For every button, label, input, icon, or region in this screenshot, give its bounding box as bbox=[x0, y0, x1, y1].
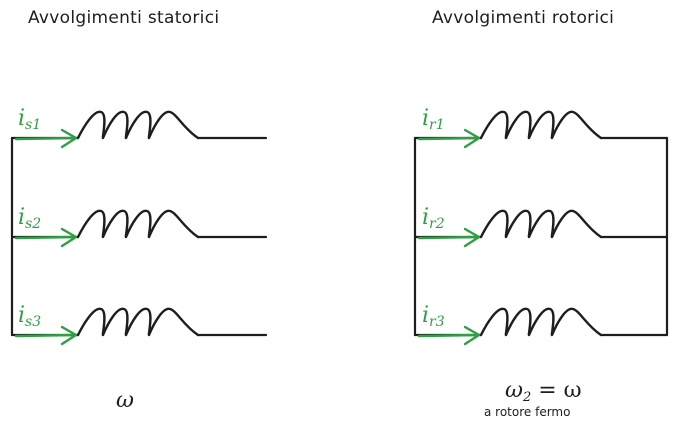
current-subscript: r2 bbox=[429, 216, 445, 232]
current-subscript: s2 bbox=[25, 216, 42, 232]
stator-current-arrow-2 bbox=[14, 227, 78, 248]
omega-subscript: 2 bbox=[522, 390, 532, 405]
rotor-title: Avvolgimenti rotorici bbox=[432, 8, 615, 28]
rotor-current-arrow-1 bbox=[417, 128, 481, 149]
current-symbol: i bbox=[18, 205, 26, 230]
rotor-coil-2 bbox=[479, 209, 603, 239]
stator-current-label-3: is3 bbox=[18, 305, 41, 333]
omega-symbol: ω bbox=[116, 388, 134, 413]
stator-omega-label: ω bbox=[116, 388, 134, 413]
rotor-current-arrow-2 bbox=[417, 227, 481, 248]
rotor-circuit bbox=[413, 110, 669, 346]
rotor-current-arrow-3 bbox=[417, 325, 481, 346]
stator-current-arrow-1 bbox=[14, 128, 78, 149]
stator-current-label-1: is1 bbox=[18, 108, 41, 136]
stator-winding-2 bbox=[10, 209, 268, 239]
stator-current-label-2: is2 bbox=[18, 207, 41, 235]
current-symbol: i bbox=[18, 106, 26, 131]
rotor-current-label-1: ir1 bbox=[422, 108, 445, 136]
current-symbol: i bbox=[422, 303, 430, 328]
stator-winding-1 bbox=[10, 110, 268, 140]
current-symbol: i bbox=[422, 205, 430, 230]
rotor-winding-3 bbox=[413, 307, 669, 337]
current-subscript: r1 bbox=[429, 117, 445, 133]
rotor-winding-2 bbox=[413, 209, 669, 239]
stator-coil-2 bbox=[76, 209, 200, 239]
rotor-winding-1 bbox=[413, 110, 669, 140]
stator-circuit bbox=[10, 110, 268, 346]
rotor-coil-1 bbox=[479, 110, 603, 140]
stator-coil-1 bbox=[76, 110, 200, 140]
rotor-note: a rotore fermo bbox=[484, 405, 571, 419]
current-symbol: i bbox=[422, 106, 430, 131]
current-subscript: r3 bbox=[429, 314, 445, 330]
stator-title: Avvolgimenti statorici bbox=[28, 8, 220, 28]
current-symbol: i bbox=[18, 303, 26, 328]
rotor-coil-3 bbox=[479, 307, 603, 337]
omega-symbol: ω bbox=[505, 378, 523, 403]
current-subscript: s1 bbox=[25, 117, 42, 133]
omega-equals: = ω bbox=[531, 378, 582, 403]
rotor-omega-label: ω2 = ω bbox=[505, 378, 582, 405]
rotor-current-label-3: ir3 bbox=[422, 305, 445, 333]
stator-current-arrow-3 bbox=[14, 325, 78, 346]
current-subscript: s3 bbox=[25, 314, 42, 330]
stator-winding-3 bbox=[10, 307, 268, 337]
rotor-current-label-2: ir2 bbox=[422, 207, 445, 235]
stator-coil-3 bbox=[76, 307, 200, 337]
